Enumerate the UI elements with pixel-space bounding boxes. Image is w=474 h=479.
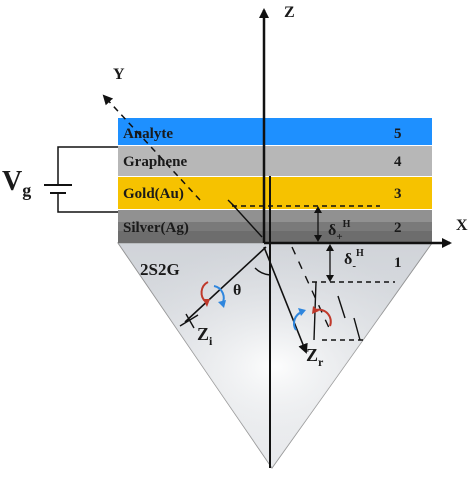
layer-label-analyte: Analyte	[123, 126, 173, 142]
shift-minus-label: δ-H	[344, 248, 364, 272]
prism-label: 2S2G	[140, 260, 180, 279]
z-axis-label: Z	[284, 4, 295, 21]
voltage-circuit	[44, 146, 118, 213]
layer-graphene	[118, 146, 432, 176]
y-axis-label: Y	[113, 66, 125, 83]
incident-beam-label: Zi	[197, 324, 213, 348]
layer-label-silver: Silver(Ag)	[123, 220, 189, 236]
reflected-beam-label: Zr	[306, 345, 324, 369]
layer-number-3: 3	[394, 186, 402, 202]
layer-gold	[118, 177, 432, 209]
layer-number-2: 2	[394, 220, 402, 236]
shift-plus-label: δ+H	[328, 219, 351, 243]
x-axis-label: X	[456, 217, 468, 234]
incidence-angle-arc	[254, 267, 271, 276]
layer-label-graphene: Graphene	[123, 154, 188, 170]
layer-number-5: 5	[394, 126, 402, 142]
reflected-beam	[263, 246, 308, 354]
layer-number-1: 1	[394, 255, 402, 271]
spin-arrows-reflected	[293, 306, 332, 331]
voltage-label: Vg	[2, 166, 31, 200]
incident-beam	[184, 246, 267, 323]
y-axis	[102, 94, 201, 201]
layer-label-gold: Gold(Au)	[123, 186, 184, 202]
angle-label: θ	[233, 282, 241, 299]
spin-arrows-incident	[200, 281, 226, 308]
layer-analyte	[118, 118, 432, 145]
interface-path-gold	[231, 203, 263, 238]
layer-number-4: 4	[394, 154, 402, 170]
